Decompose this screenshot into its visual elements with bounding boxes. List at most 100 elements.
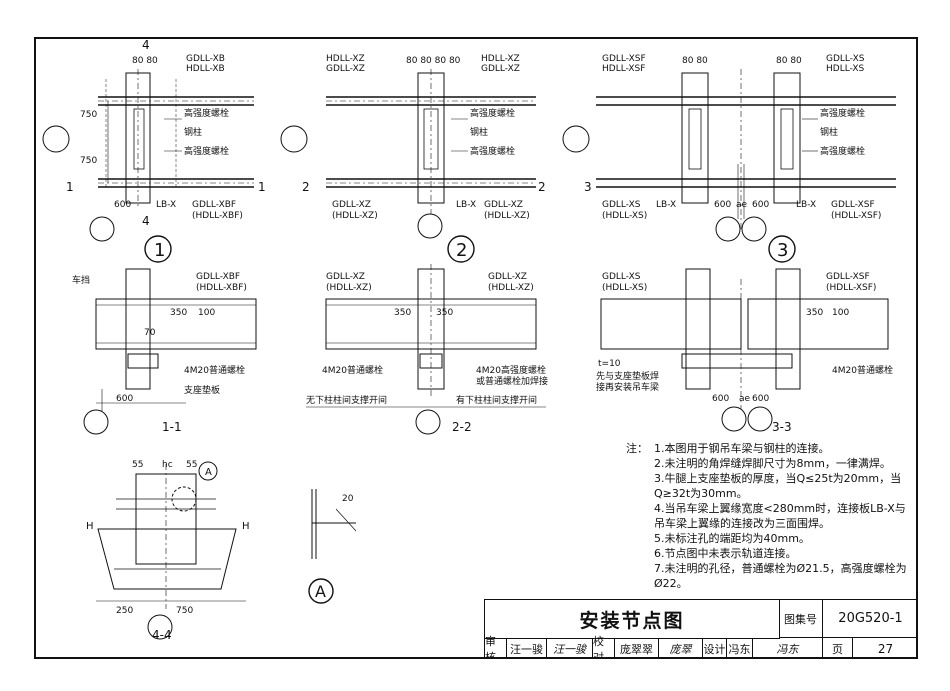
dim-label: 350 — [806, 308, 823, 318]
review-label: 审核 — [485, 635, 507, 657]
label: 钢柱 — [184, 126, 202, 138]
general-notes: 注： 1.本图用于钢吊车梁与钢柱的连接。 2.未注明的角焊缝焊脚尺寸为8mm，一… — [626, 441, 916, 591]
label: 高强度螺栓 — [184, 145, 229, 157]
label: 钢柱 — [820, 126, 838, 138]
label: (HDLL-XBF) — [192, 211, 243, 221]
label: GDLL-XZ — [481, 64, 520, 74]
axis-bubble — [89, 216, 115, 242]
atlas-number: 20G520-1 — [823, 600, 916, 638]
label: 高强度螺栓 — [184, 107, 229, 119]
page-label: 页 — [823, 638, 853, 657]
detail-mark-2 — [447, 235, 475, 263]
note-item: 7.未注明的孔径，普通螺栓为Ø21.5，高强度螺栓为Ø22。 — [654, 562, 907, 590]
note-item: 6.节点图中未表示轨道连接。 — [654, 547, 797, 560]
detail-3-plan — [596, 69, 896, 229]
label: HDLL-XS — [826, 64, 865, 74]
dim-label: ae — [739, 394, 751, 404]
note-item: 2.未注明的角焊缝焊脚尺寸为8mm，一律满焊。 — [654, 457, 891, 470]
page-number: 27 — [853, 638, 916, 657]
label: 有下柱柱间支撑开间 — [456, 394, 537, 406]
dim-label: ae — [736, 200, 748, 210]
detail-1-plan — [98, 69, 254, 209]
note-item: 3.牛腿上支座垫板的厚度，当Q≤25t为20mm，当Q≥32t为30mm。 — [654, 472, 902, 500]
label: (HDLL-XSF) — [826, 283, 876, 293]
label: GDLL-XBF — [196, 272, 240, 282]
label: 4M20高强度螺栓 — [476, 364, 546, 376]
label: 4M20普通螺栓 — [184, 364, 245, 376]
section-3-3 — [600, 268, 889, 409]
axis-bubble — [562, 125, 590, 153]
label: HDLL-XZ — [481, 54, 520, 64]
axis-bubble — [721, 406, 747, 432]
label: GDLL-XSF — [602, 54, 646, 64]
dim-label: 750 — [176, 606, 193, 616]
label: 4M20普通螺栓 — [832, 364, 893, 376]
notes-list: 1.本图用于钢吊车梁与钢柱的连接。 2.未注明的角焊缝焊脚尺寸为8mm，一律满焊… — [626, 441, 916, 591]
label: GDLL-XS — [602, 200, 641, 210]
label: GDLL-XS — [826, 54, 865, 64]
label: (HDLL-XZ) — [488, 283, 534, 293]
label: 车挡 — [72, 274, 90, 286]
label: (HDLL-XBF) — [196, 283, 247, 293]
label: HDLL-XZ — [326, 54, 365, 64]
detail-number: 1 — [154, 240, 165, 261]
label: 接再安装吊车梁 — [596, 381, 659, 393]
axis-bubble — [147, 614, 173, 640]
section-label: 1-1 — [162, 420, 182, 434]
dim-label: H — [242, 521, 250, 532]
section-label: 4-4 — [152, 628, 172, 642]
review-signature: 汪一骏 — [547, 638, 593, 657]
note-item: 4.当吊车梁上翼缘宽度<280mm时，连接板LB-X与吊车梁上翼缘的连接改为三面… — [654, 502, 906, 530]
dim-label: 20 — [342, 494, 354, 504]
dim-label: 350 — [436, 308, 453, 318]
dim-label: 350 — [394, 308, 411, 318]
axis-bubble — [417, 213, 443, 239]
label: 钢柱 — [470, 126, 488, 138]
cut-label: 4 — [142, 214, 150, 228]
label: (HDLL-XZ) — [326, 283, 372, 293]
dim-label: 80 80 — [776, 56, 802, 66]
label: GDLL-XZ — [332, 200, 371, 210]
note-item: 1.本图用于钢吊车梁与钢柱的连接。 — [654, 442, 830, 455]
label: LB-X — [796, 200, 816, 210]
detail-letter: A — [315, 582, 326, 601]
check-name: 庞翠翠 — [615, 638, 659, 657]
atlas-label: 图集号 — [779, 600, 823, 638]
detail-mark-3 — [768, 235, 796, 263]
label: GDLL-XS — [602, 272, 641, 282]
cut-label: 1 — [66, 180, 74, 194]
dim-label: 55 — [132, 460, 143, 470]
label: GDLL-XSF — [826, 272, 870, 282]
dim-label: 600 — [116, 394, 133, 404]
cut-label: 1 — [258, 180, 266, 194]
detail-mark-1 — [144, 235, 172, 263]
label: 4M20普通螺栓 — [322, 364, 383, 376]
dim-label: 750 — [80, 156, 97, 166]
dim-label: 600 — [714, 200, 731, 210]
axis-bubble — [747, 406, 773, 432]
section-label: 2-2 — [452, 420, 472, 434]
design-name: 冯东 — [727, 638, 753, 657]
section-1-1 — [95, 268, 257, 411]
label: LB-X — [656, 200, 676, 210]
detail-number: 2 — [456, 240, 467, 261]
label: HDLL-XB — [186, 64, 225, 74]
label: 先与支座垫板焊 — [596, 370, 659, 382]
dim-label: 80 80 80 80 — [406, 56, 461, 66]
label: HDLL-XSF — [602, 64, 645, 74]
dim-label: 80 80 — [682, 56, 708, 66]
dim-label: 600 — [114, 200, 131, 210]
label: GDLL-XBF — [192, 200, 236, 210]
cut-label: 2 — [302, 180, 310, 194]
label: (HDLL-XZ) — [332, 211, 378, 221]
axis-bubble — [83, 409, 109, 435]
label: LB-X — [456, 200, 476, 210]
dim-label: 250 — [116, 606, 133, 616]
axis-bubble — [415, 409, 441, 435]
detail-mark-A — [308, 578, 334, 604]
label: 高强度螺栓 — [820, 107, 865, 119]
drawing-title: 安装节点图 — [485, 600, 780, 639]
detail-callout-label: A — [205, 467, 212, 478]
title-block: 安装节点图 图集号 20G520-1 审核 汪一骏 汪一骏 校对 庞翠翠 庞翠 … — [484, 599, 916, 657]
label: LB-X — [156, 200, 176, 210]
